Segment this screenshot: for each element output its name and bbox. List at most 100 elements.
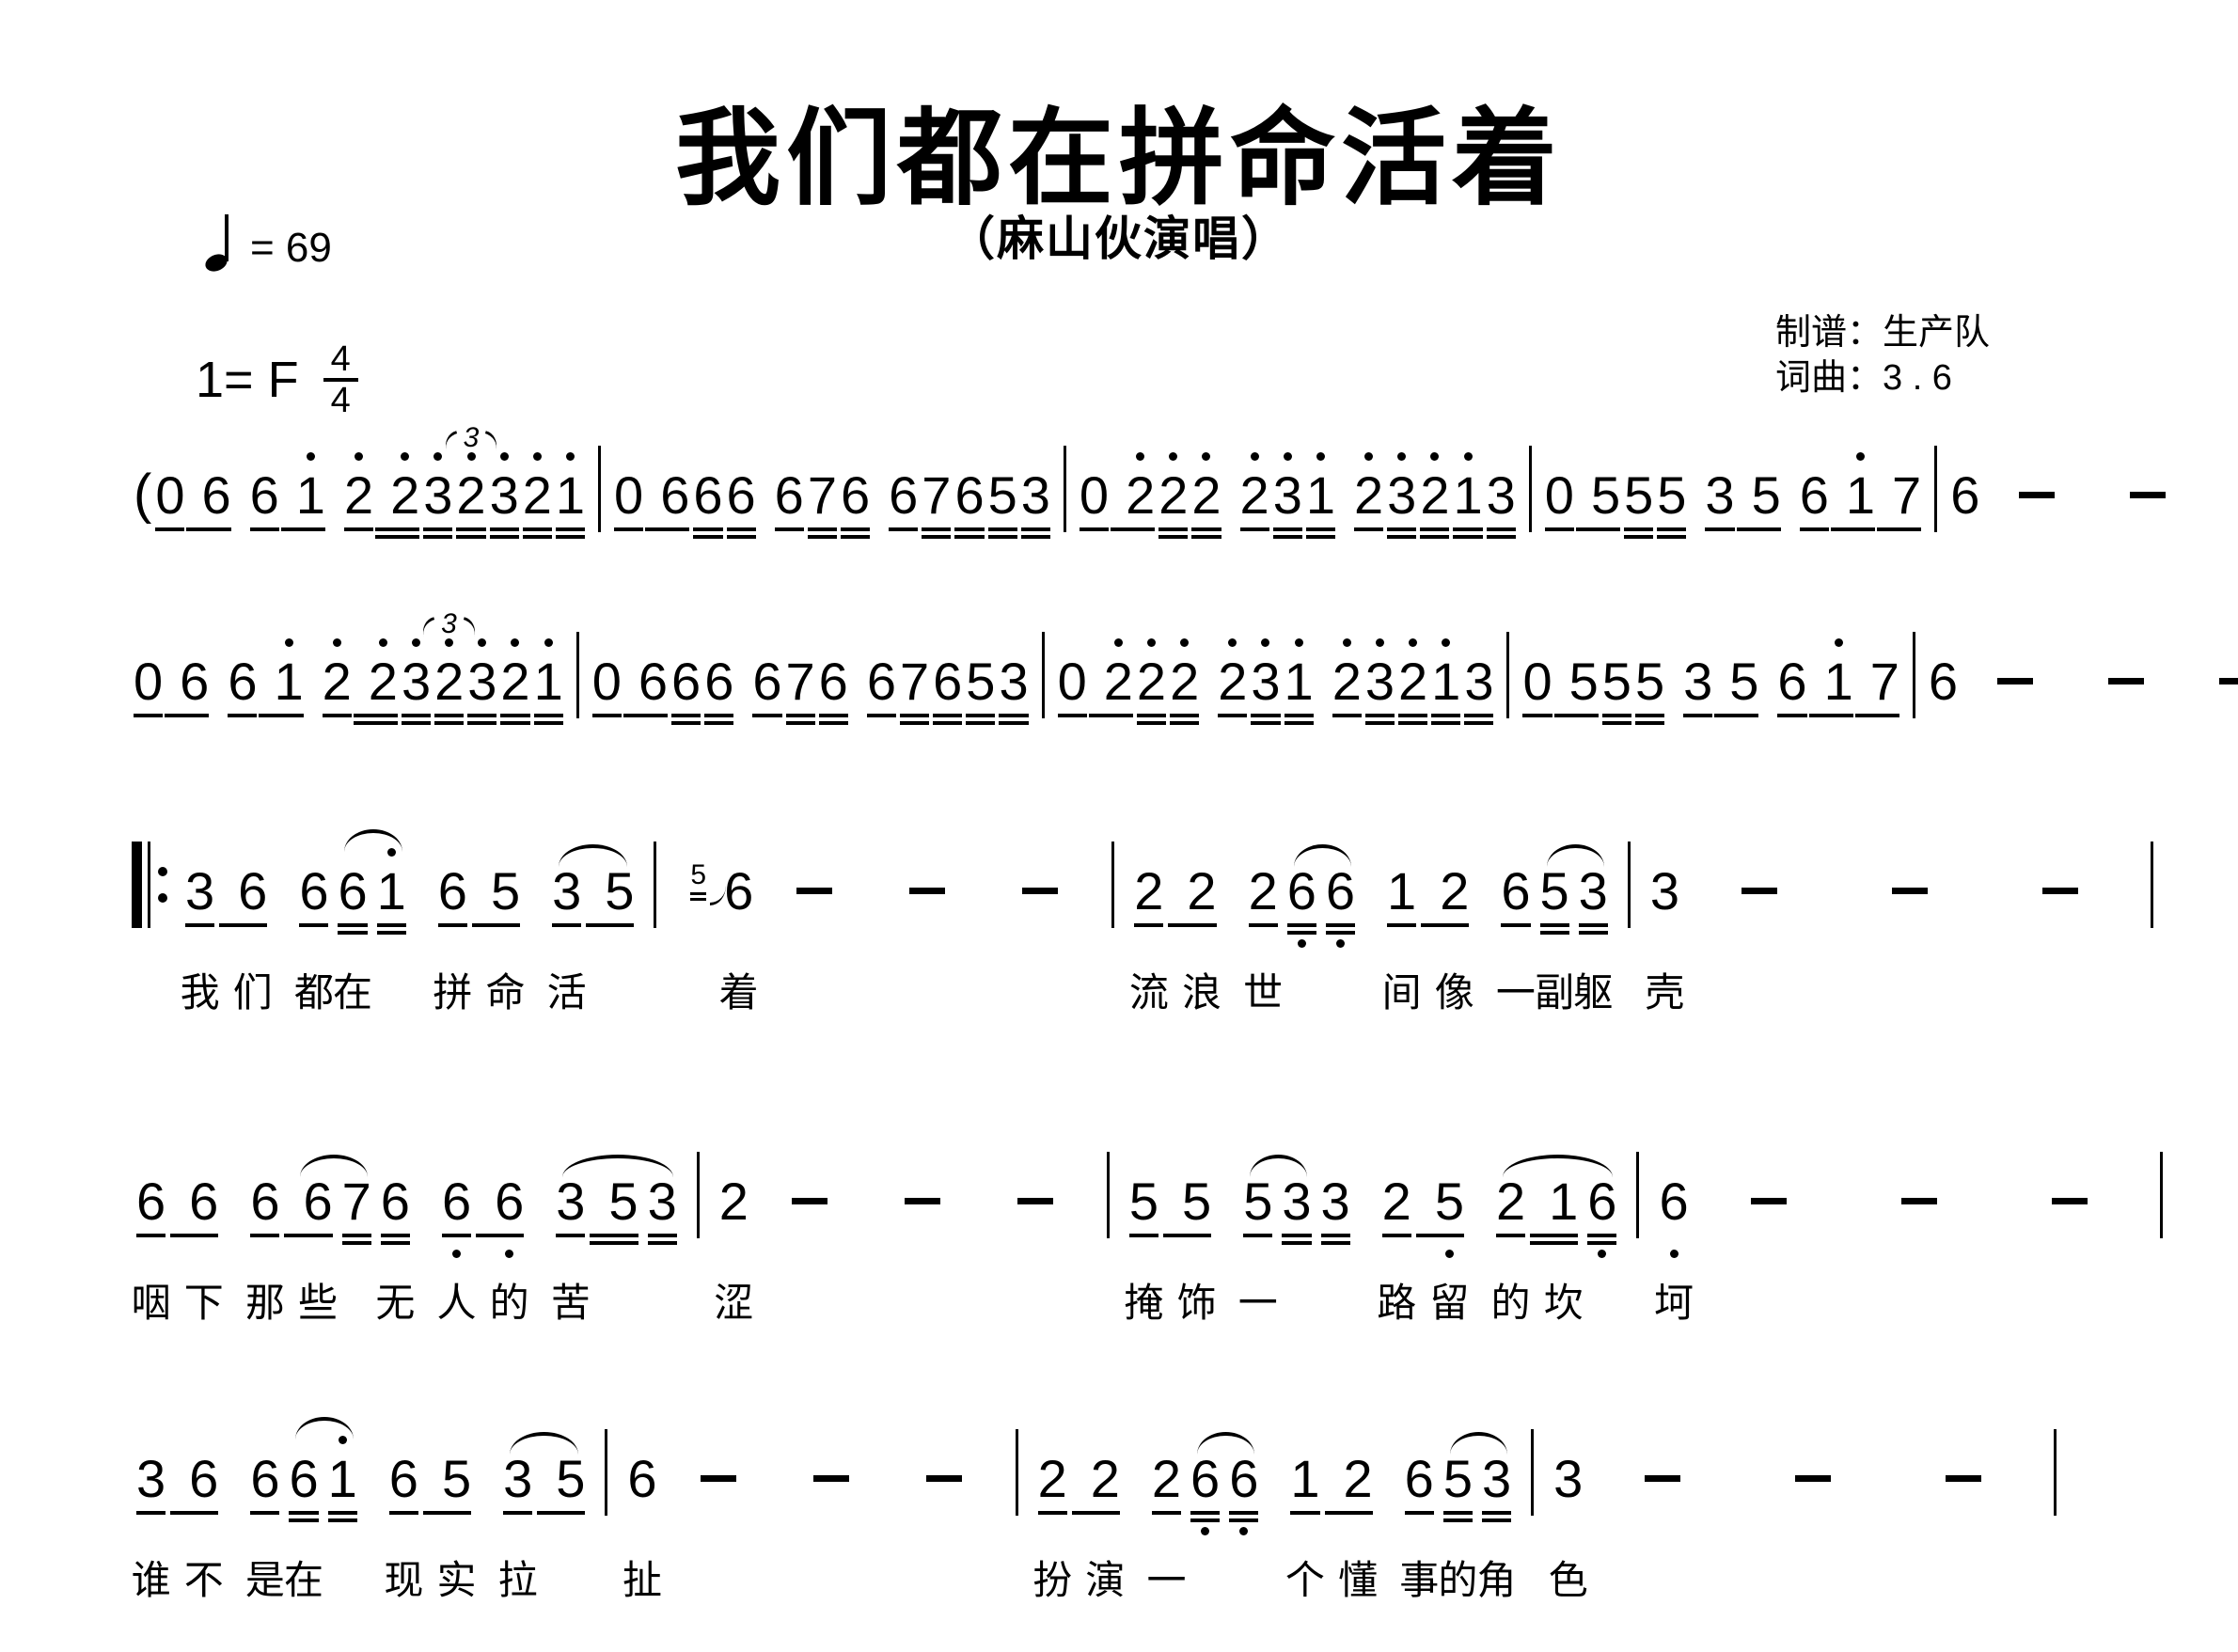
note: 6	[1950, 465, 1980, 525]
note: 5	[1600, 631, 1633, 742]
slur-icon	[1503, 1155, 1613, 1177]
lyric-char: 在	[284, 1558, 324, 1602]
lyric-char: 下	[183, 1281, 224, 1325]
octave-dot-high	[401, 452, 410, 461]
barline	[1528, 445, 1532, 556]
note: 2	[342, 445, 375, 556]
page-title: 我们都在拼命活着	[675, 100, 1563, 217]
barline	[1531, 1428, 1535, 1594]
note: 1	[554, 445, 587, 556]
note: 6	[1283, 841, 1321, 1006]
octave-dot-low	[1444, 1250, 1454, 1258]
note: 2	[1396, 631, 1429, 742]
lyric-char: 间	[1381, 970, 1422, 1015]
note: 3	[1019, 445, 1052, 556]
barline	[1106, 1151, 1110, 1316]
lyric-char: 咽	[131, 1281, 171, 1325]
note: 5	[1633, 631, 1666, 742]
barline	[1636, 1151, 1640, 1316]
repeat-begin-icon	[132, 841, 167, 1006]
note: 3	[1277, 1151, 1316, 1316]
lyric-char: 扮	[1032, 1558, 1073, 1602]
key-label: 1= F	[196, 352, 299, 408]
note: 6	[750, 631, 783, 742]
quarter-note-icon	[202, 214, 233, 275]
note: 1	[1304, 445, 1337, 556]
note: 2	[1331, 631, 1363, 742]
octave-dot-high	[1113, 638, 1123, 647]
octave-dot-high	[1250, 452, 1259, 461]
note: 6	[725, 445, 758, 556]
octave-dot-high	[1202, 452, 1211, 461]
note: 7	[1854, 631, 1901, 742]
note: 1	[1429, 631, 1462, 742]
lyric-char: 掩	[1124, 1281, 1164, 1325]
barline	[1015, 1428, 1018, 1594]
octave-dot-high	[532, 452, 542, 461]
octave-dot-high	[433, 452, 443, 461]
note: 1	[1451, 445, 1484, 556]
dash	[787, 1151, 832, 1316]
octave-dot-high	[412, 638, 421, 647]
note: 6	[248, 445, 281, 556]
octave-dot-high	[1294, 638, 1303, 647]
slur-icon	[1450, 1432, 1507, 1455]
barline	[2159, 1151, 2163, 1316]
lyric-char: 的	[489, 1281, 529, 1325]
credit-composer: 词曲：3 . 6	[1775, 358, 1952, 398]
note: 0	[1521, 631, 1553, 742]
lyric-char: 谁	[131, 1558, 171, 1602]
octave-dot-high	[1855, 452, 1865, 461]
grace-note: 5	[683, 841, 727, 1006]
lyric-char: 浪	[1181, 970, 1221, 1015]
octave-dot-high	[355, 452, 364, 461]
note: 2	[433, 631, 465, 742]
note: 7	[920, 445, 953, 556]
note: 1	[323, 1428, 362, 1594]
note: 2	[1418, 445, 1451, 556]
note: 0	[132, 631, 165, 742]
barline	[1912, 631, 1915, 742]
key-signature: 1= F 4 4	[196, 340, 358, 419]
octave-dot-low	[1335, 939, 1345, 948]
barline	[1506, 631, 1510, 742]
octave-dot-low	[1201, 1527, 1210, 1535]
dash	[1995, 631, 2035, 742]
octave-dot-high	[378, 638, 387, 647]
lyric-char: 一	[1237, 1281, 1278, 1325]
tempo-marking: = 69	[202, 214, 332, 275]
lyric-char: 些	[298, 1281, 339, 1325]
note: 2	[1238, 445, 1271, 556]
lyric-char: 命	[485, 970, 526, 1015]
note: 2	[1216, 631, 1249, 742]
time-signature: 4 4	[323, 340, 358, 419]
dash	[2017, 445, 2057, 556]
note: 0	[153, 445, 186, 556]
note: 2	[1088, 631, 1135, 742]
note: 3	[1316, 1151, 1355, 1316]
note: 6	[931, 631, 964, 742]
